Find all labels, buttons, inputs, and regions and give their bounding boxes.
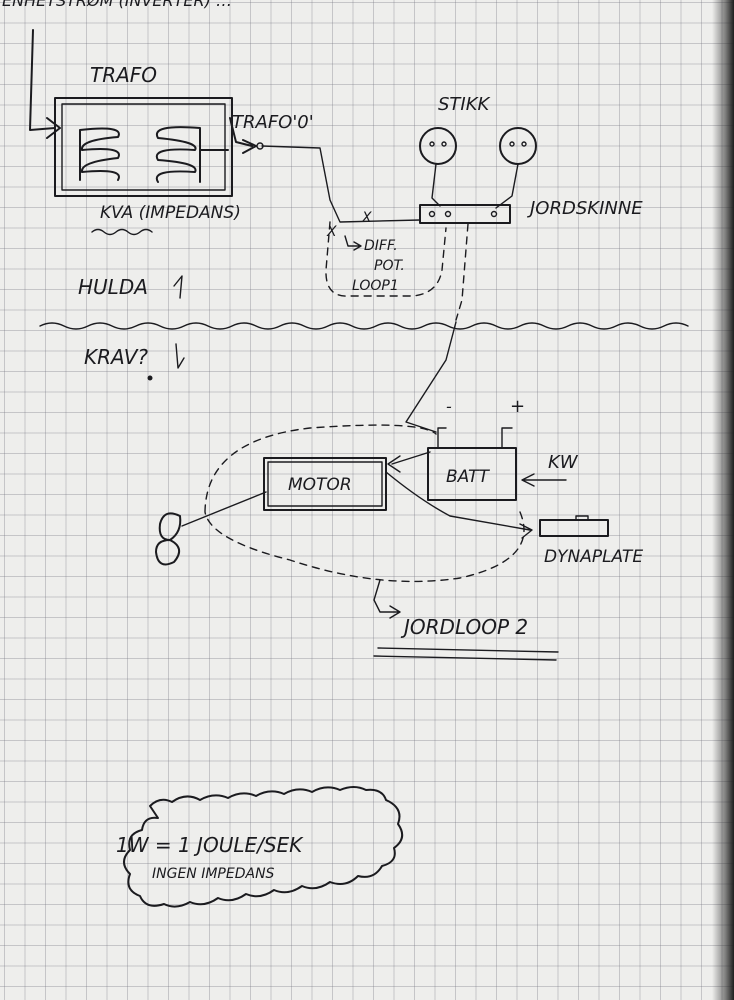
trafo-inner-box xyxy=(61,103,226,191)
wavy-boundary-line xyxy=(39,322,689,330)
dot-mark xyxy=(147,375,153,381)
jordloop2-boundary xyxy=(204,424,525,583)
motor-to-dynaplate-wire xyxy=(385,471,533,539)
diff-pot-loop1-boundary xyxy=(325,221,447,297)
minus-sign: - xyxy=(446,397,452,416)
kva-underline xyxy=(91,228,153,236)
note-line-2: INGEN IMPEDANS xyxy=(152,866,275,882)
motor-inner-box xyxy=(267,461,383,507)
note-cloud xyxy=(123,786,404,908)
plus-sign: + xyxy=(510,396,525,417)
x-mark-2: X xyxy=(361,210,372,226)
loop2-pointer xyxy=(373,579,401,619)
trafo-zero-label: TRAFO'0' xyxy=(232,112,314,133)
jordskinne-bar xyxy=(419,204,511,224)
kw-arrow xyxy=(521,473,567,487)
header-scrawl: ENHETSTRØM (INVERTER) … xyxy=(2,0,232,10)
jordloop2-underline xyxy=(373,647,559,661)
loop1-pointer xyxy=(344,235,362,251)
note-line-1: 1W = 1 JOULE/SEK xyxy=(116,833,304,857)
socket-left-pin xyxy=(429,141,435,147)
jordskinne-label: JORDSKINNE xyxy=(527,198,643,219)
socket-leads xyxy=(431,163,519,209)
battery-minus-terminal xyxy=(437,427,447,449)
loop1-label: LOOP1 xyxy=(352,278,399,294)
diff-label: DIFF. xyxy=(364,238,398,254)
secondary-coil xyxy=(155,126,229,183)
battery-box xyxy=(427,447,517,501)
battery-to-motor-link xyxy=(387,451,431,473)
motor-label: MOTOR xyxy=(288,475,352,495)
kva-label: KVA (IMPEDANS) xyxy=(100,203,241,223)
hulda-label: HULDA xyxy=(78,275,148,299)
x-mark-1: X xyxy=(326,224,337,240)
up-arrow-icon xyxy=(173,275,183,299)
neutral-wire xyxy=(261,145,421,223)
socket-left-icon xyxy=(419,127,457,165)
dynaplate-box xyxy=(539,519,609,537)
trafo-zero-arrow xyxy=(229,117,257,154)
busbar-bolt xyxy=(444,210,452,218)
primary-coil xyxy=(79,127,120,181)
socket-right-pin xyxy=(509,141,515,147)
down-arrow-icon xyxy=(175,343,185,369)
ground-wire-lower xyxy=(405,321,457,433)
kw-label: KW xyxy=(548,452,579,473)
battery-plus-terminal xyxy=(501,427,513,449)
socket-right-icon xyxy=(499,127,537,165)
figure-eight-icon xyxy=(155,512,182,566)
trafo-outer-box xyxy=(54,97,233,197)
socket-right-pin xyxy=(521,141,527,147)
krav-label: KRAV? xyxy=(84,345,148,369)
dynaplate-tab xyxy=(575,515,589,521)
trafo-label: TRAFO xyxy=(90,63,157,87)
batt-label: BATT xyxy=(446,467,490,487)
busbar-bolt xyxy=(490,210,498,218)
ground-wire-upper xyxy=(455,223,469,321)
motor-ground-wire xyxy=(181,491,267,527)
busbar-bolt xyxy=(428,210,436,218)
stikk-label: STIKK xyxy=(438,94,491,115)
socket-left-pin xyxy=(441,141,447,147)
motor-box xyxy=(263,457,387,511)
dynaplate-label: DYNAPLATE xyxy=(544,547,643,567)
pot-label: POT. xyxy=(374,258,405,274)
jordloop2-label: JORDLOOP 2 xyxy=(400,615,528,639)
feed-line xyxy=(29,29,61,139)
